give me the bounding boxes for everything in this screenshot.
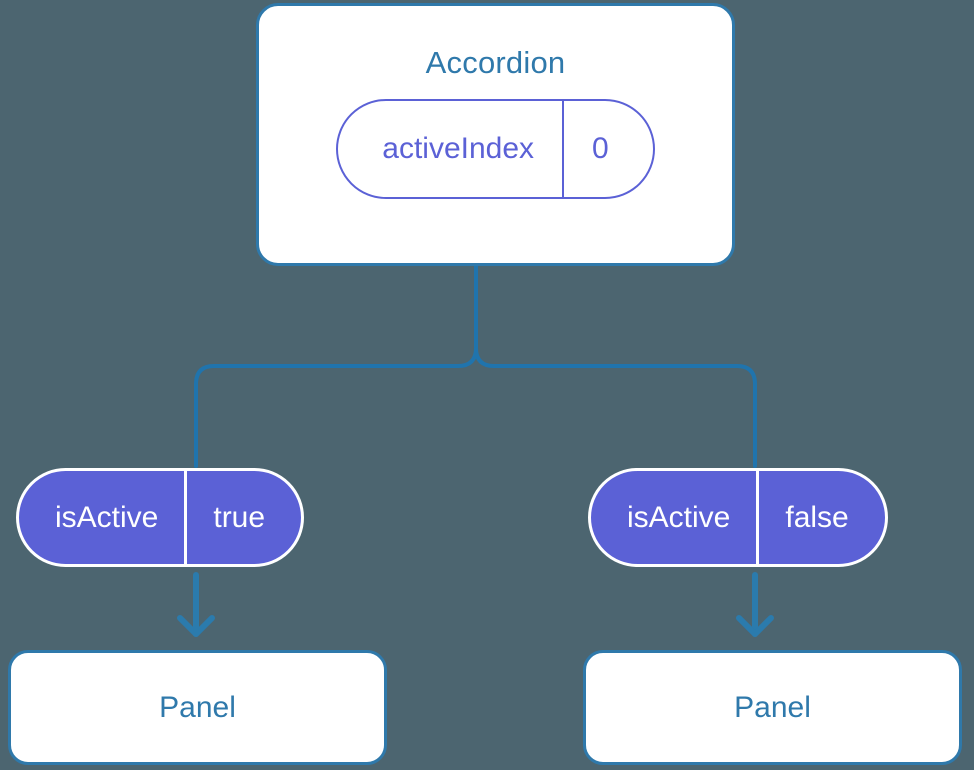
- component-card-panel-right[interactable]: Panel: [583, 650, 962, 765]
- prop-pill-value: false: [756, 471, 884, 564]
- component-card-accordion[interactable]: Accordion activeIndex 0: [256, 3, 735, 266]
- prop-pill-key: isActive: [55, 500, 159, 534]
- prop-pill-key: isActive: [627, 500, 731, 534]
- component-title: Panel: [159, 690, 236, 724]
- state-pill-key: activeIndex: [382, 132, 535, 165]
- arrow-left: [177, 572, 215, 637]
- arrow-right: [736, 572, 774, 637]
- component-title: Panel: [734, 690, 811, 724]
- prop-pill-isactive-false[interactable]: isActive false: [588, 468, 888, 567]
- component-title: Accordion: [425, 45, 566, 80]
- tree-connector-left-branch: [194, 346, 478, 468]
- component-card-panel-left[interactable]: Panel: [8, 650, 387, 765]
- prop-pill-value: true: [184, 471, 301, 564]
- prop-pill-isactive-true[interactable]: isActive true: [16, 468, 305, 567]
- tree-connector-trunk: [474, 264, 757, 468]
- state-pill-activeindex[interactable]: activeIndex 0: [336, 99, 655, 199]
- state-pill-value: 0: [562, 101, 653, 197]
